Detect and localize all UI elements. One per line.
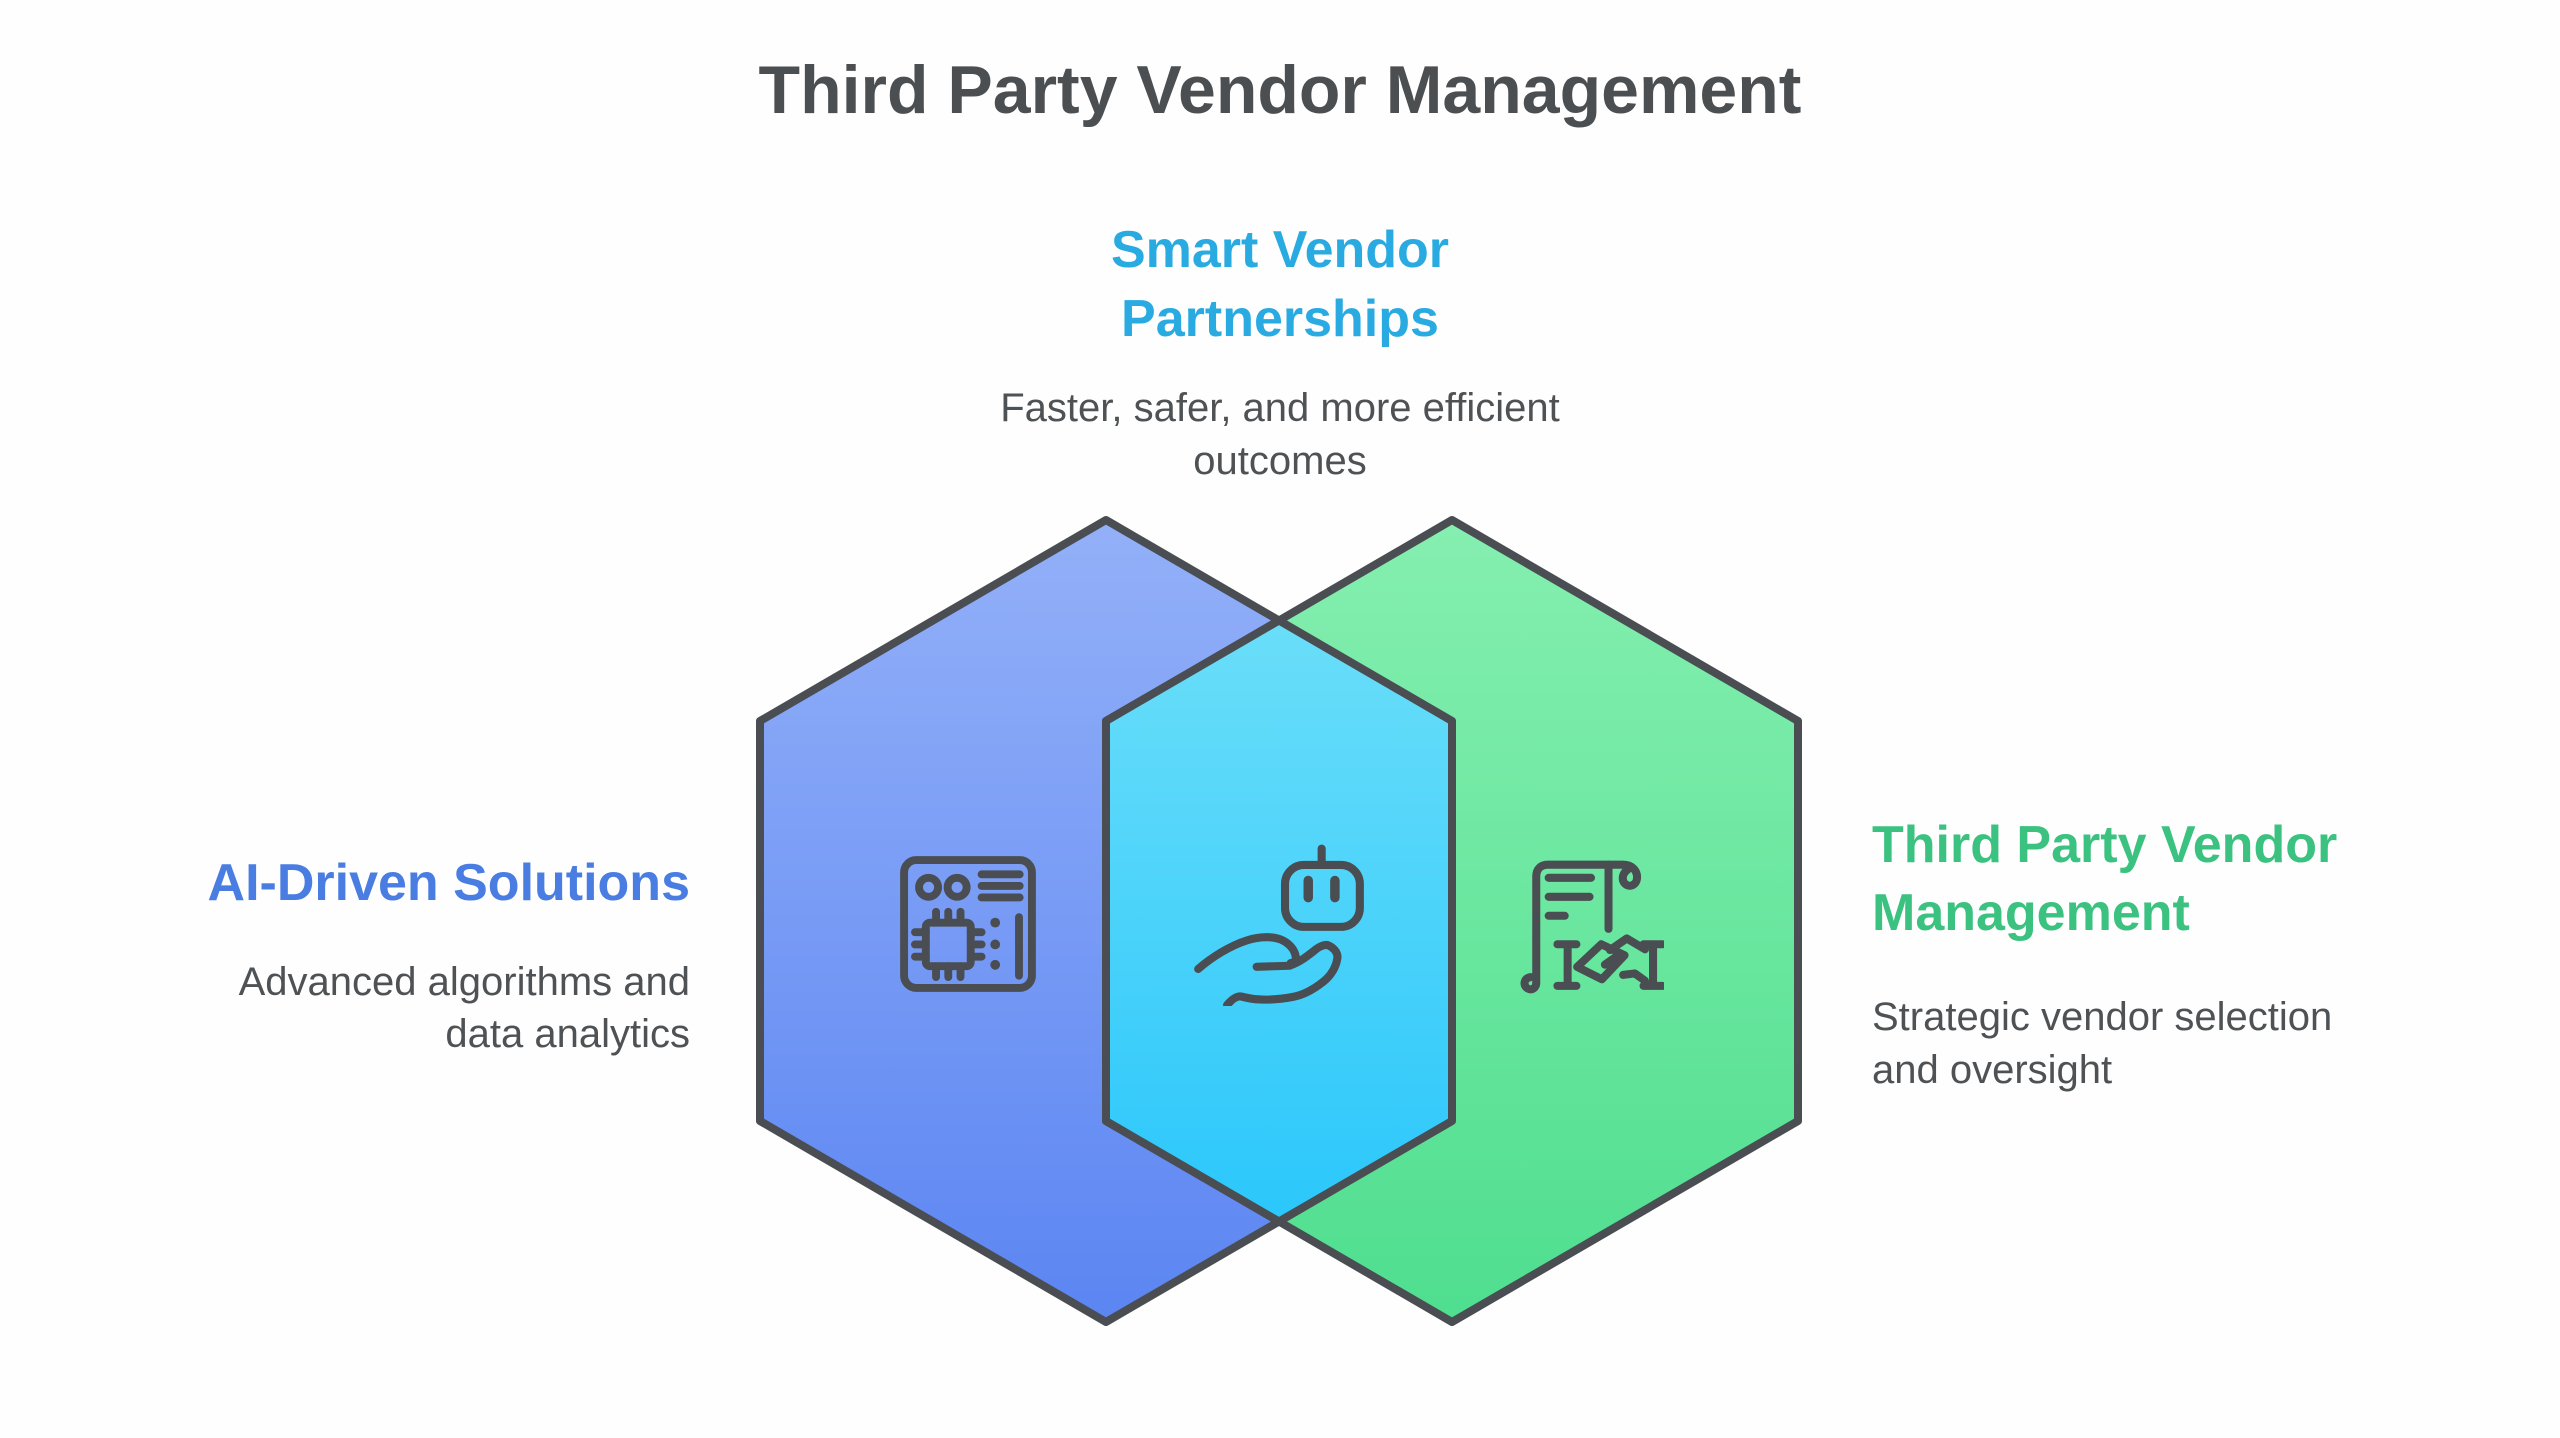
right-section-text: Third Party Vendor Management Strategic …	[1872, 812, 2392, 1097]
right-description: Strategic vendor selection and oversight	[1872, 995, 2333, 1092]
right-heading: Third Party Vendor Management	[1872, 816, 2338, 942]
left-section-text: AI-Driven Solutions Advanced algorithms …	[130, 850, 690, 1061]
left-description: Advanced algorithms and data analytics	[238, 959, 690, 1057]
overlap-description: Faster, safer, and more efficient outcom…	[1000, 386, 1560, 483]
circuit-board-icon	[900, 856, 1036, 992]
robot-in-hand-icon	[1194, 844, 1364, 1006]
left-heading: AI-Driven Solutions	[207, 854, 690, 912]
page-title: Third Party Vendor Management	[758, 52, 1802, 128]
overlap-heading: Smart Vendor Partnerships	[1110, 221, 1450, 348]
contract-handshake-icon	[1520, 860, 1664, 994]
overlap-hexagon	[1102, 616, 1456, 1226]
